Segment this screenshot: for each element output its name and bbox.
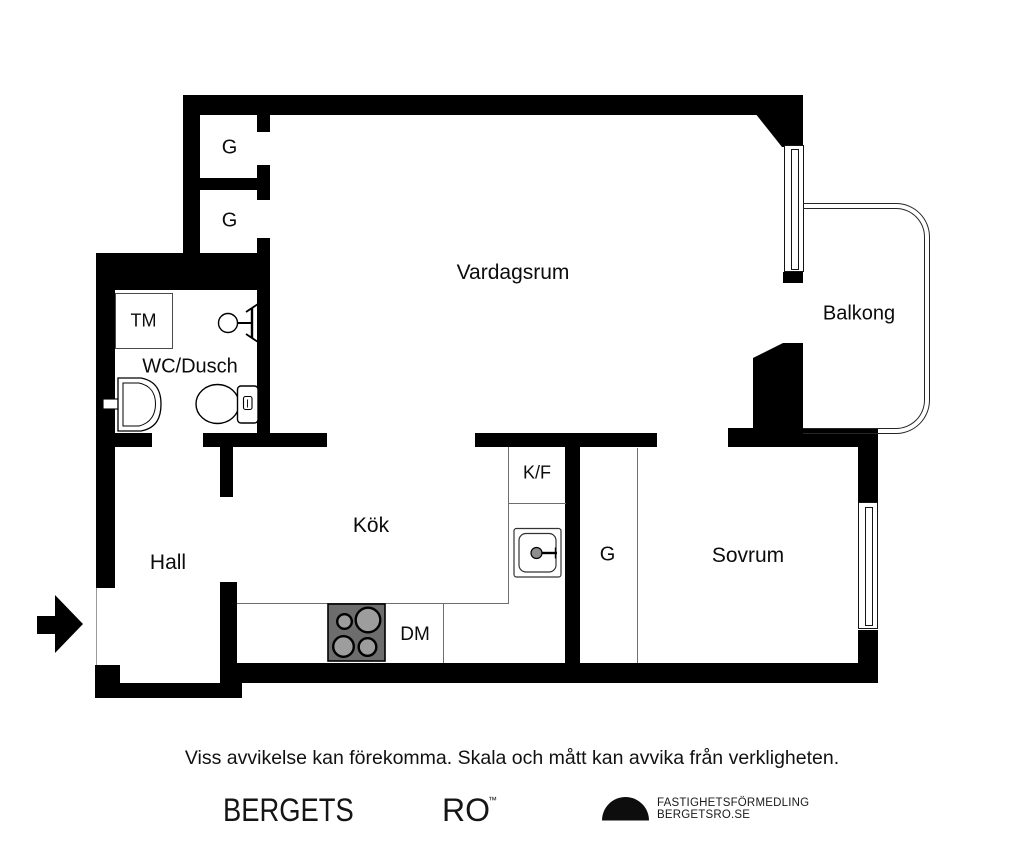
- wall-hall-divider: [220, 582, 237, 698]
- balcony-railing-inner: [803, 208, 925, 429]
- room-label-vardagsrum: Vardagsrum: [456, 261, 570, 284]
- fridge-bottom-line: [508, 503, 566, 504]
- wall-chamfer-top-triangle: [755, 113, 782, 147]
- entry-arrow-icon: [37, 595, 83, 653]
- appliance-label-kf: K/F: [522, 462, 552, 483]
- room-label-hall: Hall: [149, 551, 187, 574]
- kitchen-sink-icon: [513, 527, 562, 578]
- room-label-wc-dusch: WC/Dusch: [142, 355, 238, 378]
- wall-sovrum-right-lower: [858, 630, 878, 683]
- brand-wordmark-ro: RO: [442, 792, 490, 828]
- appliance-label-dm: DM: [400, 624, 430, 645]
- window-sovrum: [858, 502, 878, 629]
- wall-hall-divider-stub: [220, 447, 233, 497]
- room-label-balkong: Balkong: [822, 302, 896, 325]
- wall-wc-right: [257, 290, 270, 447]
- window-glazing: [790, 149, 799, 270]
- wall-balcony-jamb: [783, 272, 803, 283]
- wall-closet-jamb-top: [257, 113, 270, 132]
- closet-label-g3: G: [599, 543, 616, 566]
- shower-mixer-icon: [217, 303, 259, 343]
- appliance-label-tm: TM: [130, 310, 157, 331]
- dome-logo-icon: [602, 797, 649, 821]
- wall-wc-door-stub: [96, 433, 152, 447]
- wall-kitchen-closet: [565, 447, 580, 663]
- stove-icon: [327, 603, 386, 662]
- wall-bottom: [235, 663, 878, 683]
- wall-chamfer-top: [782, 113, 803, 147]
- wall-right-block: [783, 343, 803, 428]
- window-glazing: [865, 507, 873, 626]
- wall-hall-bottom: [95, 683, 242, 698]
- closet-label-g2: G: [221, 209, 238, 232]
- counter-top-line: [237, 603, 509, 604]
- disclaimer-text: Viss avvikelse kan förekomma. Skala och …: [184, 747, 840, 769]
- balcony-railing: [803, 203, 930, 434]
- entry-threshold-line: [96, 588, 97, 665]
- wall-right-block-wide: [753, 358, 783, 428]
- wall-mid-right: [475, 433, 657, 447]
- brand-wordmark-bergets: BERGETS: [223, 792, 354, 828]
- wall-closet-jamb-bottom: [257, 238, 270, 290]
- window-vardagsrum: [783, 145, 804, 272]
- wall-sovrum-right-upper: [858, 428, 878, 503]
- counter-divider-line: [443, 604, 444, 663]
- room-label-kok: Kök: [352, 514, 390, 537]
- trademark-symbol: ™: [488, 795, 497, 805]
- wall-sovrum-top: [728, 428, 877, 447]
- wall-top: [183, 95, 803, 115]
- brand-tagline: FASTIGHETSFÖRMEDLING BERGETSRO.SE: [657, 797, 810, 822]
- brand-tagline-line2: BERGETSRO.SE: [657, 808, 751, 821]
- wall-closet-divider: [200, 178, 257, 190]
- counter-left-line: [508, 447, 509, 604]
- room-label-sovrum: Sovrum: [711, 544, 785, 567]
- wall-wc-top: [96, 253, 268, 290]
- wall-chamfer-bottom-triangle: [753, 343, 783, 358]
- wall-closet-left: [183, 113, 200, 253]
- closet-front-line: [637, 448, 638, 663]
- washing-machine-box: [115, 293, 173, 349]
- closet-label-g1: G: [221, 136, 238, 159]
- brand-tagline-line1: FASTIGHETSFÖRMEDLING: [657, 797, 810, 809]
- toilet-icon: [195, 383, 259, 425]
- wall-mid-left: [203, 433, 327, 447]
- wall-closet-jamb-mid: [257, 165, 270, 200]
